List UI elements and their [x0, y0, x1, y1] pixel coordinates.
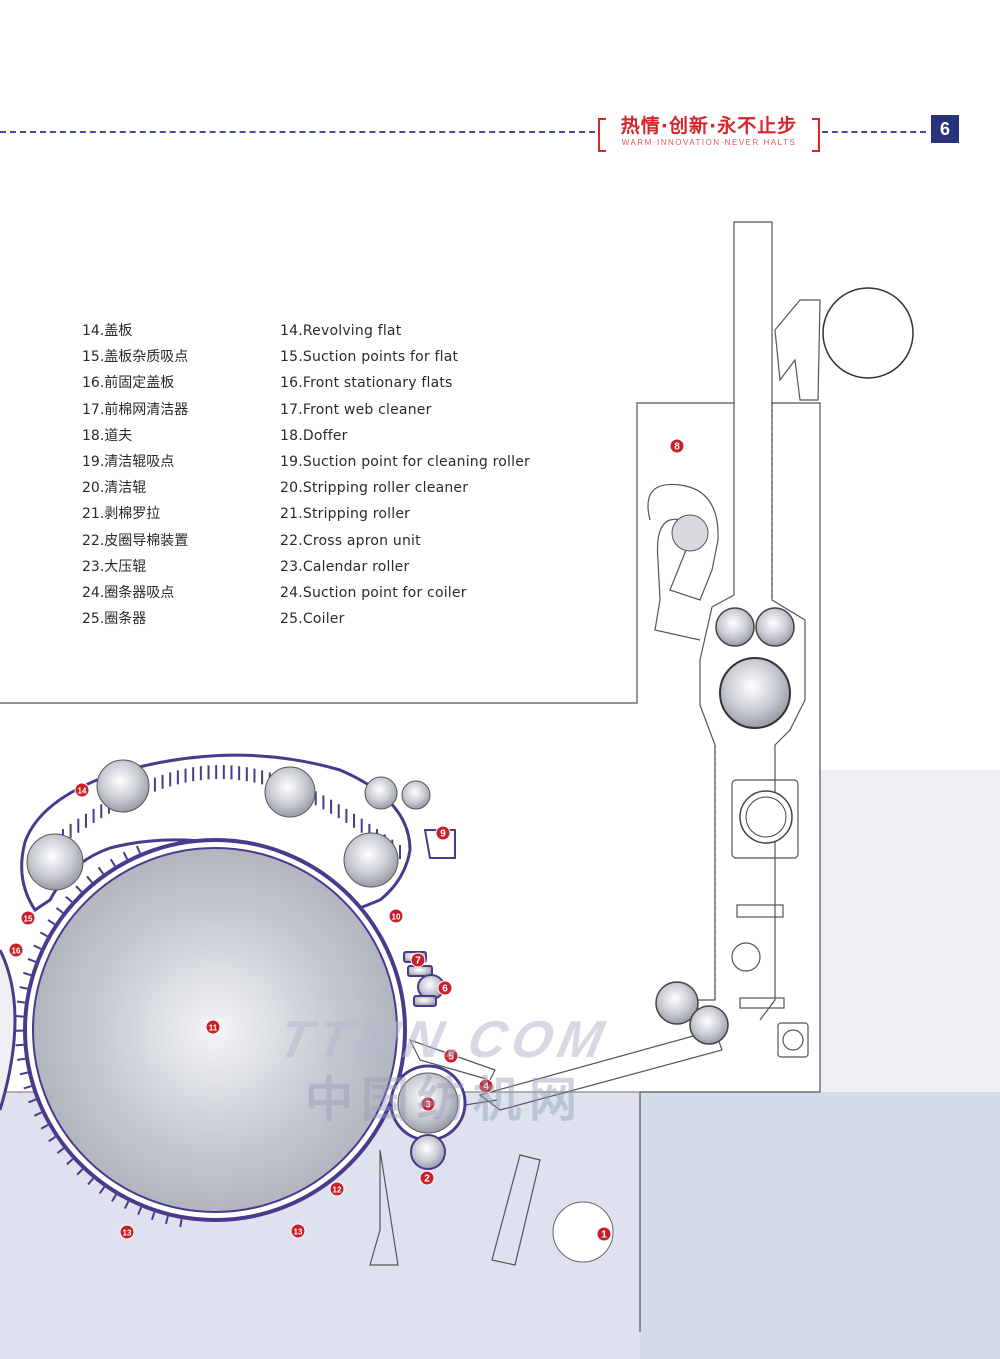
flat-cleaner-brush — [364, 776, 398, 810]
calendar-roller-left — [715, 607, 755, 647]
legend-zh-item: 18.道夫 — [82, 427, 133, 444]
callout-marker-label: 14 — [78, 787, 87, 796]
slogan-bracket-right — [812, 118, 820, 152]
callout-marker-label: 15 — [24, 915, 33, 924]
flat-pulley-right-top — [264, 766, 316, 818]
legend-en-item: 20.Stripping roller cleaner — [280, 480, 469, 497]
callout-marker-label: 11 — [209, 1024, 218, 1033]
callout-marker-label: 7 — [415, 956, 421, 967]
callout-marker: 7 — [410, 952, 426, 968]
callout-marker: 14 — [74, 782, 90, 798]
callout-marker: 4 — [478, 1078, 494, 1094]
slogan-chinese: 热情·创新·永不止步 — [620, 115, 798, 137]
legend-zh-item: 21.剥棉罗拉 — [82, 506, 161, 523]
header-slogan: 热情·创新·永不止步 WARM·INNOVATION·NEVER HALTS — [600, 114, 818, 148]
flat-pulley-right — [343, 832, 399, 888]
lower-roller-right — [689, 1005, 729, 1045]
legend-en-item: 14.Revolving flat — [280, 323, 402, 339]
suction-opening — [552, 1201, 614, 1263]
suction-outlet — [671, 514, 709, 552]
callout-marker: 2 — [419, 1170, 435, 1186]
callout-marker-label: 3 — [425, 1100, 431, 1111]
callout-marker: 10 — [388, 908, 404, 924]
legend-zh-item: 20.清洁辊 — [82, 480, 147, 497]
callout-marker: 1 — [596, 1226, 612, 1242]
legend-en-item: 21.Stripping roller — [280, 506, 411, 523]
legend-en-item: 19.Suction point for cleaning roller — [280, 453, 530, 470]
legend-en-item: 16.Front stationary flats — [280, 375, 453, 392]
callout-marker-label: 13 — [123, 1229, 132, 1238]
callout-marker: 11 — [205, 1019, 221, 1035]
legend-en-item: 22.Cross apron unit — [280, 532, 421, 549]
legend-zh-item: 14.盖板 — [82, 323, 133, 339]
legend-chinese: 14.盖板 15.盖板杂质吸点 16.前固定盖板 17.前棉网清洁器 18.道夫… — [82, 318, 272, 632]
flat-pulley-left-top — [96, 759, 150, 813]
legend-en-item: 17.Front web cleaner — [280, 401, 432, 418]
header-dashed-line-right — [822, 131, 926, 133]
callout-marker: 15 — [20, 910, 36, 926]
legend-zh-item: 24.圈条器吸点 — [82, 584, 175, 601]
licker-in-partial — [0, 949, 17, 1111]
flat-cleaner-roller — [401, 780, 431, 810]
right-gray-strip — [820, 770, 1000, 1092]
lower-roller-left — [655, 981, 699, 1025]
legend-en-item: 24.Suction point for coiler — [280, 584, 467, 601]
legend-zh-item: 25.圈条器 — [82, 611, 147, 628]
page-number: 6 — [931, 115, 959, 143]
watermark-chinese: 中国纺机网 — [305, 1072, 586, 1128]
legend-en-item: 18.Doffer — [280, 427, 348, 444]
callout-marker-label: 13 — [294, 1228, 303, 1237]
legend-zh-item: 15.盖板杂质吸点 — [82, 349, 189, 366]
gear-housing — [739, 790, 793, 844]
legend-en-item: 25.Coiler — [280, 611, 345, 628]
coiler-can — [822, 287, 914, 379]
callout-marker: 13 — [290, 1223, 306, 1239]
slogan-bracket-left — [598, 118, 606, 152]
legend-zh-item: 17.前棉网清洁器 — [82, 401, 189, 418]
callout-marker: 16 — [8, 942, 24, 958]
cylinder-undercasing-teeth — [14, 845, 183, 1228]
callout-marker-label: 1 — [601, 1230, 607, 1241]
callout-marker-label: 6 — [442, 984, 448, 995]
right-blue-panel — [640, 1092, 1000, 1359]
callout-marker: 9 — [435, 825, 451, 841]
legend-en-item: 15.Suction points for flat — [280, 349, 459, 366]
legend-zh-item: 22.皮圈导棉装置 — [82, 532, 189, 549]
calendar-roller-right — [755, 607, 795, 647]
legend-en-item: 23.Calendar roller — [280, 558, 410, 575]
callout-marker: 6 — [437, 980, 453, 996]
legend-zh-item: 23.大压辊 — [82, 558, 147, 575]
callout-marker-label: 12 — [333, 1186, 342, 1195]
callout-marker: 5 — [443, 1048, 459, 1064]
callout-marker: 3 — [420, 1096, 436, 1112]
legend-zh-item: 19.清洁辊吸点 — [82, 453, 175, 470]
callout-marker-label: 5 — [448, 1052, 454, 1063]
slogan-english: WARM·INNOVATION·NEVER HALTS — [621, 138, 797, 147]
callout-marker-label: 8 — [674, 442, 680, 453]
callout-marker: 12 — [329, 1181, 345, 1197]
legend-zh-item: 16.前固定盖板 — [82, 375, 175, 392]
callout-marker-label: 4 — [483, 1082, 489, 1093]
callout-marker-label: 10 — [392, 913, 401, 922]
flat-pulley-left — [26, 833, 84, 891]
header-dashed-line-left — [0, 131, 595, 133]
callout-marker: 13 — [119, 1224, 135, 1240]
callout-marker-label: 9 — [440, 829, 446, 840]
callout-marker: 8 — [669, 438, 685, 454]
coiler-head — [719, 657, 791, 729]
callout-marker-label: 2 — [424, 1174, 430, 1185]
legend-english: 14.Revolving flat 15.Suction points for … — [280, 318, 610, 632]
stripping-roller — [410, 1134, 446, 1170]
callout-marker-label: 16 — [12, 947, 21, 956]
